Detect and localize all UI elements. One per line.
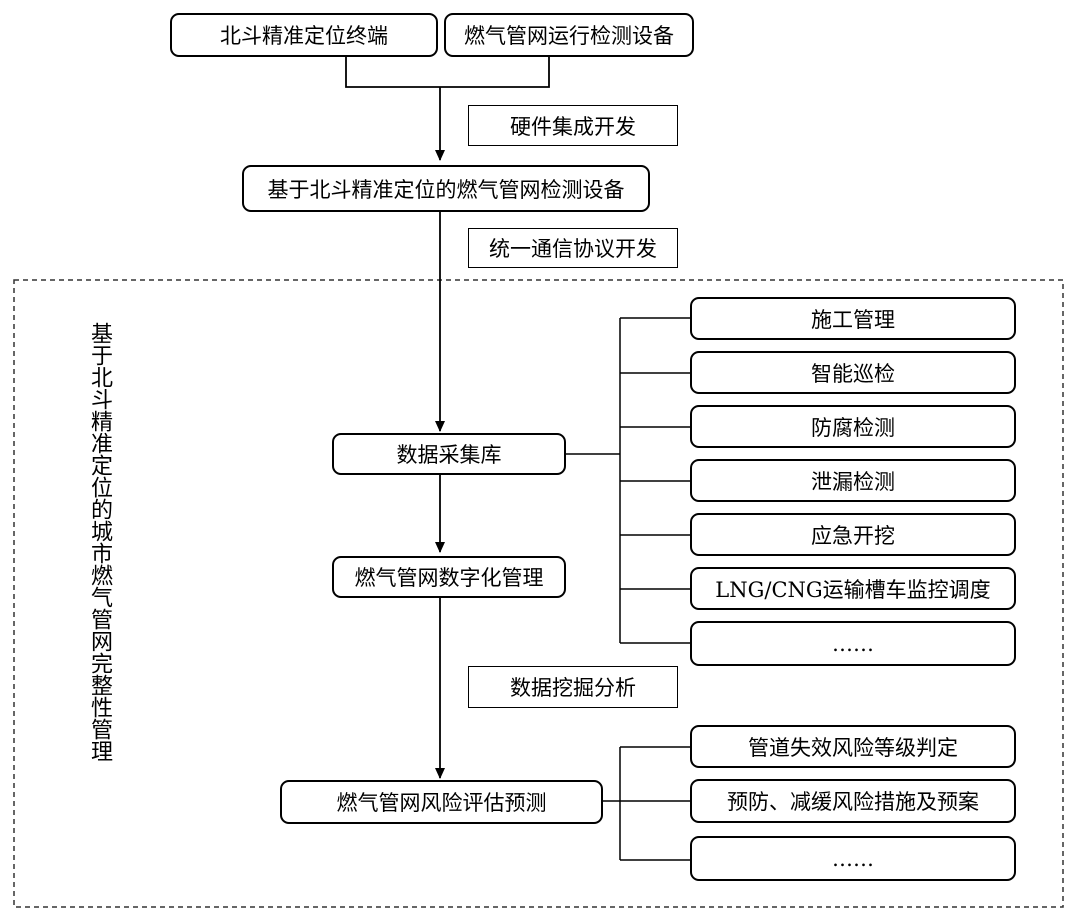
data-item-construction: 施工管理 (690, 297, 1016, 340)
data-item-more: …… (690, 621, 1016, 666)
data-item-smart-patrol: 智能巡检 (690, 351, 1016, 394)
beidou-terminal-box: 北斗精准定位终端 (170, 13, 438, 57)
protocol-dev-label: 统一通信协议开发 (468, 228, 678, 268)
risk-item-failure-level: 管道失效风险等级判定 (690, 725, 1016, 768)
risk-item-mitigation-plan: 预防、减缓风险措施及预案 (690, 779, 1016, 823)
hardware-integration-label: 硬件集成开发 (468, 105, 678, 146)
dashed-group-frame (13, 279, 1064, 908)
risk-item-more: …… (690, 836, 1016, 881)
data-item-lng-cng-dispatch: LNG/CNG运输槽车监控调度 (690, 567, 1016, 610)
data-collection-box: 数据采集库 (332, 433, 566, 475)
digital-mgmt-box: 燃气管网数字化管理 (332, 556, 566, 598)
data-item-leak-detection: 泄漏检测 (690, 459, 1016, 502)
integrated-device-box: 基于北斗精准定位的燃气管网检测设备 (242, 165, 650, 212)
data-item-emergency-excavation: 应急开挖 (690, 513, 1016, 556)
top-merge-bracket (345, 57, 550, 88)
side-title: 基于北斗精准定位的城市燃气管网完整性管理 (87, 322, 112, 762)
data-mining-label: 数据挖掘分析 (468, 666, 678, 708)
gas-monitor-device-box: 燃气管网运行检测设备 (444, 13, 694, 57)
data-item-anticorrosion: 防腐检测 (690, 405, 1016, 448)
risk-assessment-box: 燃气管网风险评估预测 (280, 780, 603, 824)
